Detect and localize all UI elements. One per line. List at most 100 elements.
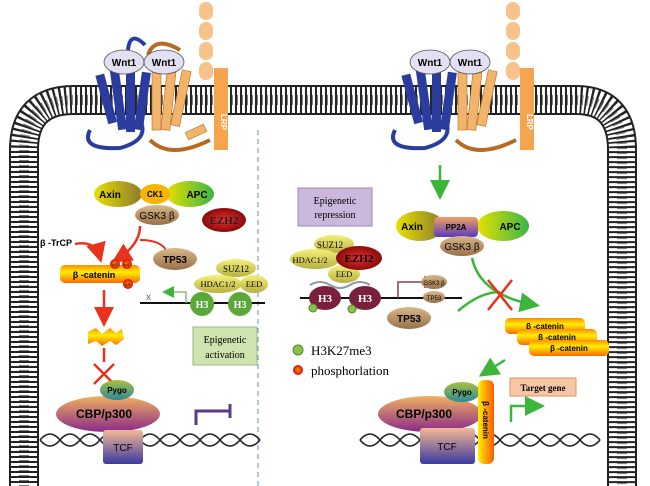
histone-h3 (190, 292, 214, 316)
beta-catenin-vertical (478, 380, 494, 464)
nuclear-translocation-arrow (478, 357, 506, 377)
repressed-gene-icon (194, 404, 232, 425)
ezh2-label: EZH2 (210, 215, 239, 227)
tcf-label: TCF (437, 442, 456, 453)
wnt1-ligand (143, 49, 185, 75)
frizzled-blue (86, 36, 151, 151)
h3k27me3-mark (347, 304, 357, 314)
pygo-label: Pygo (452, 388, 472, 397)
left-receptor-complex: LRP Wnt1 Wnt1 (86, 2, 228, 152)
transcription-arrow (162, 286, 187, 303)
lrp-bar (214, 68, 228, 150)
eed-label: EED (336, 269, 353, 279)
h3k27me3-mark (308, 303, 318, 313)
histone-h3 (309, 286, 341, 310)
right-chromatin: SUZ12 HDAC1/2 EED EZH2 H3 H3 GSK3 β TP53 (290, 235, 462, 314)
beta-catenin-label: β -catenin (526, 322, 564, 331)
blocked-x-icon (93, 363, 115, 385)
ps-label: pS (126, 282, 131, 287)
btrcp-label: β -TrCP (40, 238, 72, 248)
lrp-bead-chain (199, 2, 213, 80)
suz12-label: SUZ12 (317, 240, 343, 250)
ezh2-label: EZH2 (345, 253, 374, 265)
pygo-label: Pygo (107, 386, 127, 395)
beta-catenin-label: β -catenin (550, 344, 588, 353)
histone-h3 (349, 286, 381, 310)
frizzled-orange (454, 69, 517, 152)
transcription-start-arrow (509, 396, 545, 422)
wnt1-label: Wnt1 (112, 58, 137, 69)
epigenetic-repression-line2: repression (314, 210, 355, 221)
tcf-protein (420, 428, 475, 464)
wnt1-label: Wnt1 (418, 58, 443, 69)
tp53-protein (153, 248, 197, 270)
pygo-protein (444, 382, 480, 402)
wnt1-ligand (449, 49, 491, 75)
tcf-protein (103, 430, 143, 464)
left-chromatin: x SUZ12 HDAC1/2 EED H3 H3 (140, 259, 268, 316)
frizzled-blue (391, 69, 457, 151)
phosphorylation-legend-icon (293, 365, 303, 375)
legend-h3k27me3: H3K27me3 (311, 343, 372, 358)
tp53-protein (387, 307, 431, 329)
btrcp-arrow (74, 240, 106, 263)
left-destruction-complex: Axin APC CK1 GSK3 β (94, 181, 214, 225)
repressed-promoter-icon (397, 276, 426, 298)
tp53-small-label: TP53 (427, 296, 442, 302)
epigenetic-activation-line1: Epigenetic (204, 335, 247, 346)
ps-label: pS (125, 262, 130, 267)
lrp-label: LRP (219, 114, 228, 131)
pygo-protein (100, 380, 134, 400)
eed-label: EED (246, 279, 263, 289)
cell-membrane (9, 85, 637, 486)
legend-phosphorylation: phosphorlation (311, 363, 389, 378)
apc-label: APC (499, 222, 520, 233)
wnt1-label: Wnt1 (152, 58, 177, 69)
tp53-label: TP53 (163, 255, 187, 266)
tp53-link (139, 239, 167, 251)
blocked-x-icon (487, 279, 513, 311)
tp53-label: TP53 (397, 314, 421, 325)
gsk3b-label: GSK3 β (139, 211, 174, 222)
tcf-label: TCF (113, 443, 132, 454)
h3-label: H3 (196, 300, 209, 311)
frizzled-orange (146, 41, 211, 152)
axin-label: Axin (401, 222, 423, 233)
h3-label: H3 (318, 293, 333, 305)
suz12-label: SUZ12 (223, 264, 249, 274)
legend: H3K27me3 phosphorlation (292, 343, 389, 378)
lrp-label: LRP (525, 114, 534, 131)
epigenetic-repression-box (297, 187, 373, 227)
beta-catenin-phosphorylated: β -catenin pS pS pS (60, 259, 140, 289)
hdac-label: HDAC1/2 (293, 255, 328, 265)
beta-catenin-stack: β -catenin β -catenin β -catenin (505, 318, 609, 356)
apc-label: APC (186, 190, 207, 201)
right-receptor-complex: LRP Wnt1 Wnt1 (391, 2, 534, 152)
histone-h3 (228, 292, 252, 316)
gsk3b-label: GSK3 β (444, 242, 479, 253)
gsk3b-small-label: GSK3 β (423, 281, 445, 287)
ezh2-protein (202, 208, 246, 232)
h3-label: H3 (234, 300, 247, 311)
blocked-transcription-mark: x (146, 292, 151, 303)
lrp-bead-chain (506, 2, 520, 80)
lrp-bar (520, 68, 534, 150)
cbp-label: CBP/p300 (76, 407, 132, 421)
epigenetic-activation-line2: activation (205, 350, 244, 361)
target-gene-label: Target gene (521, 383, 566, 393)
ps-label: pS (113, 262, 118, 267)
hdac-label: HDAC1/2 (201, 279, 236, 289)
cbp-p300-protein (56, 396, 160, 432)
right-destruction-complex: Axin APC PP2A GSK3 β (396, 211, 529, 256)
ck1-label: CK1 (147, 190, 164, 199)
beta-catenin-label: β -catenin (538, 333, 576, 342)
h3-label: H3 (358, 293, 373, 305)
pp2a-label: PP2A (446, 223, 467, 232)
beta-catenin-vertical-label: β -catenin (481, 401, 490, 439)
wnt1-label: Wnt1 (458, 58, 483, 69)
h3k27me3-legend-icon (292, 344, 304, 356)
axin-label: Axin (99, 190, 121, 201)
gsk3b-arrow (111, 225, 142, 263)
